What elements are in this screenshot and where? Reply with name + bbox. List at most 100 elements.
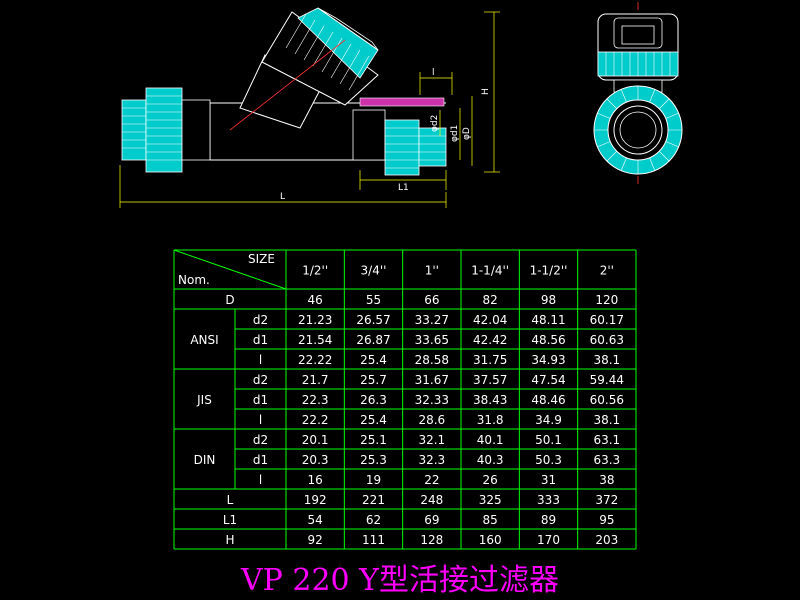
- table-cell-value: 38.43: [473, 393, 507, 407]
- table-cell-value: 66: [424, 293, 439, 307]
- table-cell-value: 26.57: [356, 313, 390, 327]
- table-cell-value: 89: [541, 513, 556, 527]
- table-cell-value: 33.27: [415, 313, 449, 327]
- table-cell-value: 54: [308, 513, 323, 527]
- table-cell-value: 55: [366, 293, 381, 307]
- table-cell-value: 50.3: [535, 453, 562, 467]
- table-cell-value: 19: [366, 473, 381, 487]
- size-header: 1'': [425, 264, 439, 278]
- spec-table: SIZE Nom. 1/2'' 3/4'' 1'' 1-1/4'' 1-1/2'' 2''…: [173, 249, 637, 550]
- row-param-label: l: [259, 413, 262, 427]
- table-cell-value: 28.58: [415, 353, 449, 367]
- row-label: H: [225, 533, 234, 547]
- row-label: L1: [223, 513, 237, 527]
- table-cell-value: 32.1: [418, 433, 445, 447]
- table-cell-value: 20.1: [302, 433, 329, 447]
- table-cell-value: 47.54: [531, 373, 565, 387]
- table-cell-value: 48.46: [531, 393, 565, 407]
- table-cell-value: 170: [537, 533, 560, 547]
- table-cell-value: 25.3: [360, 453, 387, 467]
- row-group-label: DIN: [194, 453, 216, 467]
- table-cell-value: 60.56: [590, 393, 624, 407]
- table-cell-value: 372: [595, 493, 618, 507]
- table-cell-value: 333: [537, 493, 560, 507]
- size-header: 1-1/4'': [471, 264, 509, 278]
- table-cell-value: 31.67: [415, 373, 449, 387]
- table-cell-value: 203: [595, 533, 618, 547]
- size-header: 2'': [600, 264, 614, 278]
- table-cell-value: 21.23: [298, 313, 332, 327]
- row-param-label: l: [259, 473, 262, 487]
- right-union-nut: [352, 97, 447, 176]
- table-cell-value: 28.6: [418, 413, 445, 427]
- table-cell-value: 42.04: [473, 313, 507, 327]
- table-cell-value: 26.87: [356, 333, 390, 347]
- header-nom-label: Nom.: [178, 273, 210, 287]
- table-cell-value: 95: [599, 513, 614, 527]
- table-cell-value: 42.42: [473, 333, 507, 347]
- table-cell-value: 21.7: [302, 373, 329, 387]
- table-cell-value: 40.1: [477, 433, 504, 447]
- table-cell-value: 31.75: [473, 353, 507, 367]
- table-cell-value: 40.3: [477, 453, 504, 467]
- table-grid: [173, 249, 637, 550]
- table-cell-value: 92: [308, 533, 323, 547]
- left-union-nut: [121, 87, 211, 173]
- table-cell-value: 69: [424, 513, 439, 527]
- table-cell-value: 32.33: [415, 393, 449, 407]
- table-cell-value: 34.93: [531, 353, 565, 367]
- table-cell-value: 22.3: [302, 393, 329, 407]
- end-view: [593, 2, 683, 184]
- size-header: 1/2'': [302, 264, 328, 278]
- table-cell-value: 128: [420, 533, 443, 547]
- table-cell-value: 63.1: [593, 433, 620, 447]
- table-cell-value: 25.4: [360, 353, 387, 367]
- table-cell-value: 60.63: [590, 333, 624, 347]
- dim-label-d2: φd2: [430, 115, 440, 132]
- table-cell-value: 62: [366, 513, 381, 527]
- table-cell-value: 82: [483, 293, 498, 307]
- row-param-label: d1: [253, 453, 268, 467]
- row-group-label: ANSI: [190, 333, 218, 347]
- table-cell-value: 120: [595, 293, 618, 307]
- size-header: 3/4'': [361, 264, 387, 278]
- row-param-label: d1: [253, 333, 268, 347]
- dim-label-l1: L1: [398, 183, 409, 193]
- row-param-label: d2: [253, 433, 268, 447]
- table-cell-value: 248: [420, 493, 443, 507]
- table-cell-value: 31: [541, 473, 556, 487]
- table-cell-value: 26: [483, 473, 498, 487]
- table-cell-value: 98: [541, 293, 556, 307]
- header-size-label: SIZE: [248, 252, 275, 266]
- dim-label-l: l: [432, 68, 435, 78]
- end-view-cap: [597, 13, 679, 93]
- size-headers: 1/2'' 3/4'' 1'' 1-1/4'' 1-1/2'' 2'': [302, 264, 614, 278]
- table-cell-value: 22.2: [302, 413, 329, 427]
- table-cell-value: 21.54: [298, 333, 332, 347]
- table-cell-value: 25.7: [360, 373, 387, 387]
- side-view: H l φd2 φd1 φD L1 L: [119, 7, 500, 208]
- table-cell-value: 85: [483, 513, 498, 527]
- table-cell-value: 26.3: [360, 393, 387, 407]
- row-label: L: [227, 493, 234, 507]
- table-cell-value: 59.44: [590, 373, 624, 387]
- size-header: 1-1/2'': [530, 264, 568, 278]
- table-cell-value: 25.4: [360, 413, 387, 427]
- row-param-label: d1: [253, 393, 268, 407]
- end-view-flange: [593, 2, 683, 184]
- table-cell-value: 25.1: [360, 433, 387, 447]
- table-cell-value: 37.57: [473, 373, 507, 387]
- dim-label-bigd: φD: [462, 127, 472, 140]
- table-cell-value: 60.17: [590, 313, 624, 327]
- y-branch: [229, 7, 379, 131]
- table-cell-value: 33.65: [415, 333, 449, 347]
- table-cell-value: 50.1: [535, 433, 562, 447]
- dim-label-total-l: L: [280, 192, 285, 202]
- drawing-title: VP 220 Y型活接过滤器: [240, 563, 559, 598]
- table-cell-value: 31.8: [477, 413, 504, 427]
- row-label: D: [225, 293, 234, 307]
- table-cell-value: 46: [308, 293, 323, 307]
- table-cell-value: 32.3: [418, 453, 445, 467]
